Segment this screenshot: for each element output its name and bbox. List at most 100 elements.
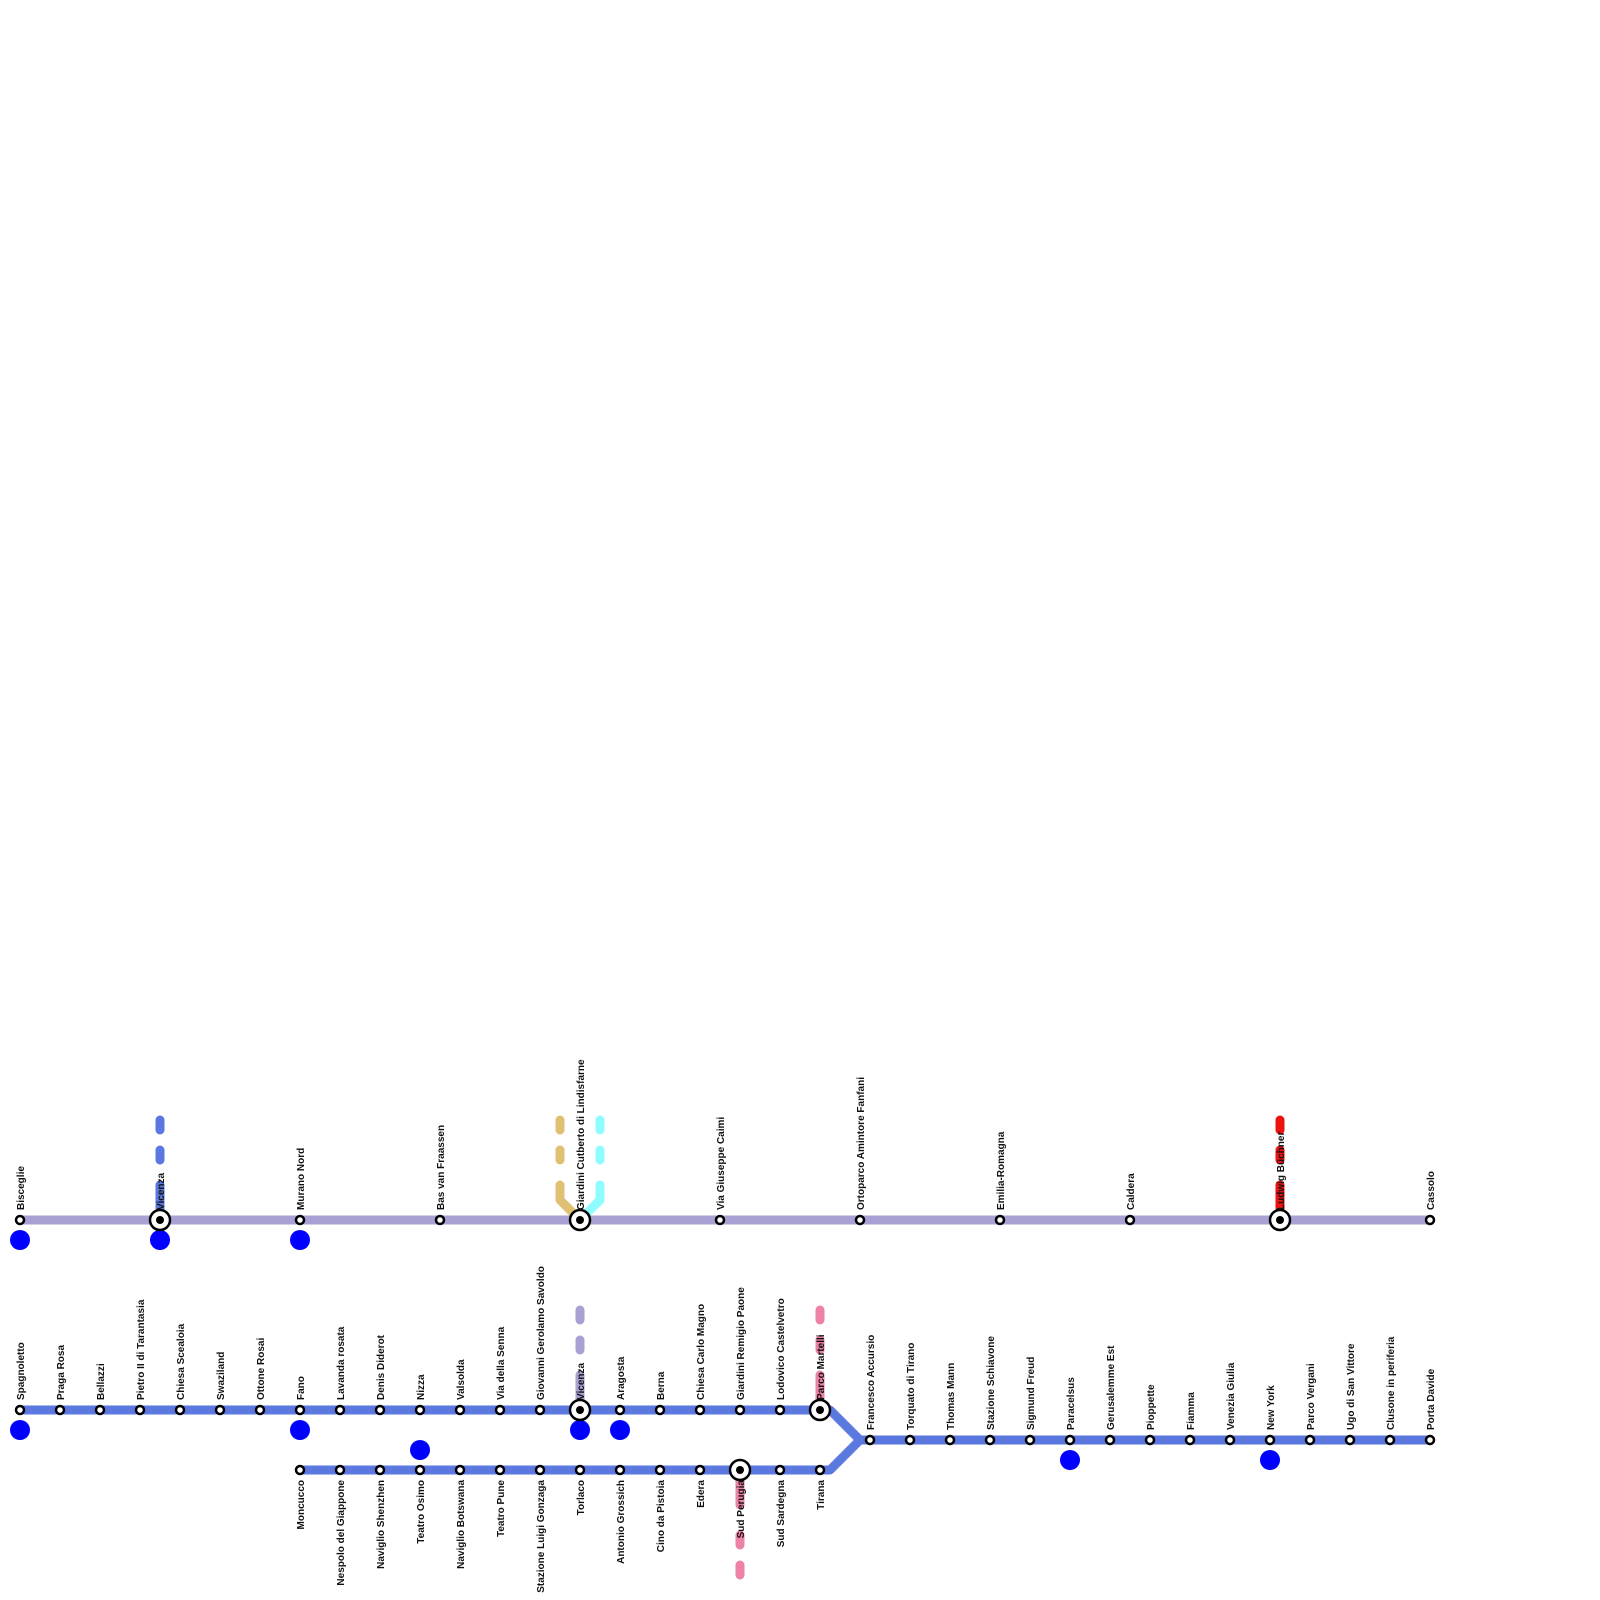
station-fano-marker: [290, 1420, 310, 1440]
station-vicenza-interchange[interactable]: [148, 1208, 172, 1232]
station-fano-stop[interactable]: [294, 1404, 306, 1416]
station-sud-perugia-interchange[interactable]: [728, 1458, 752, 1482]
station-murano-nord-stop[interactable]: [294, 1214, 306, 1226]
station-chiesa-carlo-magno-stop[interactable]: [694, 1404, 706, 1416]
station-vicenza-interchange[interactable]: [568, 1398, 592, 1422]
station-via-giuseppe-caimi-stop[interactable]: [714, 1214, 726, 1226]
station-venezia-giulia-stop[interactable]: [1224, 1434, 1236, 1446]
station-ugo-di-san-vittore-stop[interactable]: [1344, 1434, 1356, 1446]
station-teatro-pune-stop[interactable]: [494, 1464, 506, 1476]
station-aragosta-stop[interactable]: [614, 1404, 626, 1416]
station-ludwig-buchner-label: Ludwig Büchner: [1276, 1132, 1287, 1210]
station-teatro-osimo-label: Teatro Osimo: [416, 1480, 427, 1544]
station-cassolo-stop[interactable]: [1424, 1214, 1436, 1226]
station-clusone-in-periferia-label: Clusone in periferia: [1386, 1336, 1397, 1430]
station-torlaco-label: Torlaco: [576, 1480, 587, 1515]
station-bellazzi-stop[interactable]: [94, 1404, 106, 1416]
station-lodovico-castelvetro-stop[interactable]: [774, 1404, 786, 1416]
station-bisceglie-stop[interactable]: [14, 1214, 26, 1226]
station-caldera-stop[interactable]: [1124, 1214, 1136, 1226]
station-sigmund-freud-label: Sigmund Freud: [1026, 1357, 1037, 1430]
station-ottone-rosai-stop[interactable]: [254, 1404, 266, 1416]
station-stazione-luigi-gonzaga-label: Stazione Luigi Gonzaga: [536, 1480, 547, 1593]
station-berna-stop[interactable]: [654, 1404, 666, 1416]
station-nespolo-del-giappone-label: Nespolo del Giappone: [336, 1480, 347, 1586]
station-sigmund-freud-stop[interactable]: [1024, 1434, 1036, 1446]
station-naviglio-shenzhen-stop[interactable]: [374, 1464, 386, 1476]
station-sud-perugia-label: Sud Perugia: [736, 1480, 747, 1539]
station-vicenza-label: Vicenza: [576, 1363, 587, 1400]
station-via-giuseppe-caimi-label: Via Giuseppe Caimi: [716, 1117, 727, 1210]
station-antonio-grossich-stop[interactable]: [614, 1464, 626, 1476]
station-cassolo-label: Cassolo: [1426, 1171, 1437, 1210]
station-ludwig-buchner-interchange[interactable]: [1268, 1208, 1292, 1232]
station-fiamma-stop[interactable]: [1184, 1434, 1196, 1446]
station-torlaco-stop[interactable]: [574, 1464, 586, 1476]
station-paracelsus-stop[interactable]: [1064, 1434, 1076, 1446]
station-giovanni-gerolamo-savoldo-label: Giovanni Gerolamo Savoldo: [536, 1266, 547, 1400]
station-clusone-in-periferia-stop[interactable]: [1384, 1434, 1396, 1446]
station-valsolda-stop[interactable]: [454, 1404, 466, 1416]
station-stazione-schiavone-stop[interactable]: [984, 1434, 996, 1446]
station-via-della-senna-stop[interactable]: [494, 1404, 506, 1416]
station-parco-martelli-interchange[interactable]: [808, 1398, 832, 1422]
station-gerusalemme-est-stop[interactable]: [1104, 1434, 1116, 1446]
station-valsolda-label: Valsolda: [456, 1359, 467, 1400]
station-bas-van-fraassen-stop[interactable]: [434, 1214, 446, 1226]
station-giardini-remigio-paone-stop[interactable]: [734, 1404, 746, 1416]
station-praga-rosa-stop[interactable]: [54, 1404, 66, 1416]
station-porta-davide-label: Porta Davide: [1426, 1368, 1437, 1430]
station-denis-diderot-stop[interactable]: [374, 1404, 386, 1416]
station-naviglio-botswana-stop[interactable]: [454, 1464, 466, 1476]
station-parco-vergani-label: Parco Vergani: [1306, 1363, 1317, 1430]
station-vicenza-label: Vicenza: [156, 1173, 167, 1210]
station-thomas-mann-label: Thomas Mann: [946, 1363, 957, 1430]
station-caldera-label: Caldera: [1126, 1173, 1137, 1210]
station-nizza-stop[interactable]: [414, 1404, 426, 1416]
station-teatro-pune-label: Teatro Pune: [496, 1480, 507, 1537]
station-torquato-di-tirano-stop[interactable]: [904, 1434, 916, 1446]
station-parco-vergani-stop[interactable]: [1304, 1434, 1316, 1446]
station-swaziland-stop[interactable]: [214, 1404, 226, 1416]
station-new-york-label: New York: [1266, 1385, 1277, 1430]
station-emilia-romagna-stop[interactable]: [994, 1214, 1006, 1226]
station-new-york-stop[interactable]: [1264, 1434, 1276, 1446]
station-cino-da-pistoia-stop[interactable]: [654, 1464, 666, 1476]
station-chiesa-scealoia-stop[interactable]: [174, 1404, 186, 1416]
station-lavanda-rosata-stop[interactable]: [334, 1404, 346, 1416]
station-ortoparco-amintore-fanfani-label: Ortoparco Amintore Fanfani: [856, 1077, 867, 1210]
station-chiesa-scealoia-label: Chiesa Scealoia: [176, 1323, 187, 1400]
station-francesco-accursio-stop[interactable]: [864, 1434, 876, 1446]
station-thomas-mann-stop[interactable]: [944, 1434, 956, 1446]
station-tirana-stop[interactable]: [814, 1464, 826, 1476]
station-giovanni-gerolamo-savoldo-stop[interactable]: [534, 1404, 546, 1416]
station-bisceglie-marker: [10, 1230, 30, 1250]
station-teatro-osimo-stop[interactable]: [414, 1464, 426, 1476]
station-edera-stop[interactable]: [694, 1464, 706, 1476]
station-sud-sardegna-stop[interactable]: [774, 1464, 786, 1476]
station-edera-label: Edera: [696, 1480, 707, 1508]
station-moncucco-stop[interactable]: [294, 1464, 306, 1476]
station-nespolo-del-giappone-stop[interactable]: [334, 1464, 346, 1476]
station-pietro-ii-di-tarantasia-stop[interactable]: [134, 1404, 146, 1416]
station-fano-label: Fano: [296, 1376, 307, 1400]
station-stazione-luigi-gonzaga-stop[interactable]: [534, 1464, 546, 1476]
station-cino-da-pistoia-label: Cino da Pistoia: [656, 1480, 667, 1553]
station-pioppette-stop[interactable]: [1144, 1434, 1156, 1446]
station-bisceglie-label: Bisceglie: [16, 1166, 27, 1210]
station-emilia-romagna-label: Emilia-Romagna: [996, 1131, 1007, 1210]
station-spagnoletto-marker: [10, 1420, 30, 1440]
station-torquato-di-tirano-label: Torquato di Tirano: [906, 1343, 917, 1430]
station-spagnoletto-stop[interactable]: [14, 1404, 26, 1416]
station-new-york-marker: [1260, 1450, 1280, 1470]
station-fiamma-label: Fiamma: [1186, 1392, 1197, 1430]
station-bas-van-fraassen-label: Bas van Fraassen: [436, 1125, 447, 1210]
station-denis-diderot-label: Denis Diderot: [376, 1334, 387, 1400]
station-giardini-cutberto-di-lindisfarne-interchange[interactable]: [568, 1208, 592, 1232]
station-ortoparco-amintore-fanfani-stop[interactable]: [854, 1214, 866, 1226]
route-lines: [20, 1215, 1430, 1475]
station-chiesa-carlo-magno-label: Chiesa Carlo Magno: [696, 1304, 707, 1400]
station-porta-davide-stop[interactable]: [1424, 1434, 1436, 1446]
